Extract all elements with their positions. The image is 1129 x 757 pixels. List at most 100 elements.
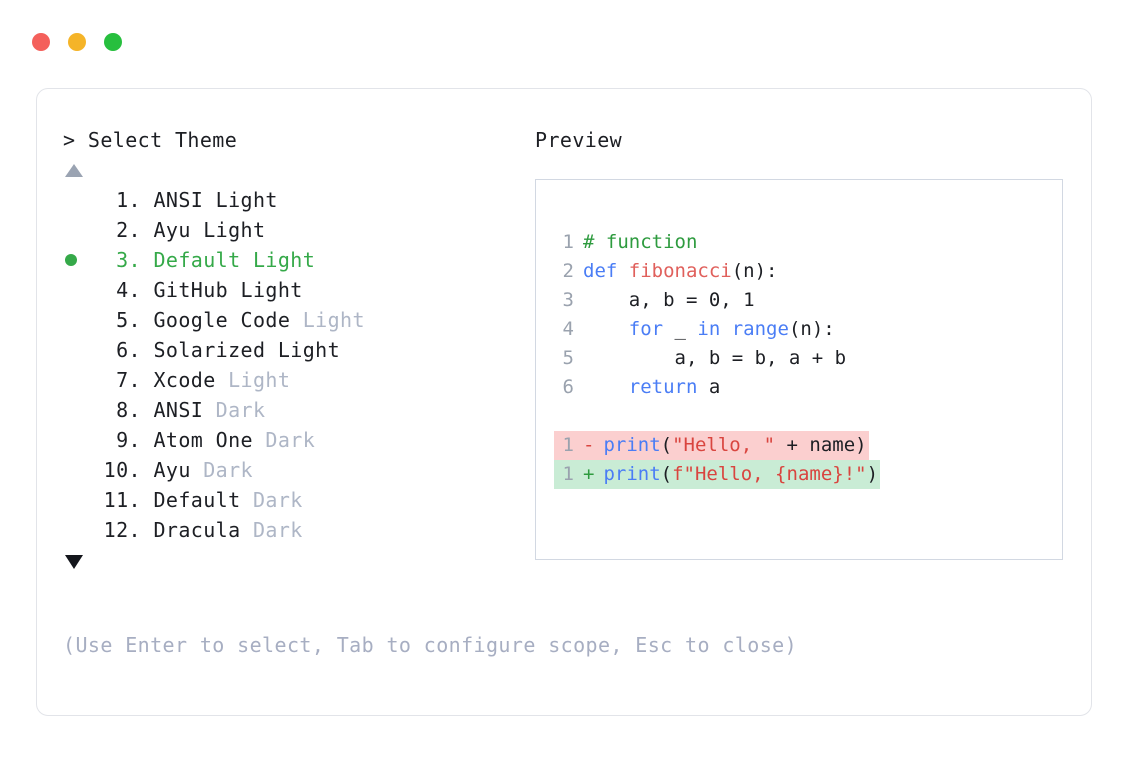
theme-item-number: 10. <box>103 458 141 482</box>
selection-bullet-slot <box>63 515 93 545</box>
selection-bullet-slot <box>63 365 93 395</box>
code-text: return a <box>574 373 721 402</box>
theme-item-variant: Light <box>240 248 316 272</box>
theme-item-number: 12. <box>103 518 141 542</box>
selection-bullet-slot <box>63 275 93 305</box>
code-token: + name) <box>775 434 867 456</box>
theme-list-item[interactable]: 6. Solarized Light <box>63 335 513 365</box>
theme-list-item[interactable]: 3. Default Light <box>63 245 513 275</box>
theme-item-variant: Light <box>290 308 365 332</box>
code-token <box>583 376 629 398</box>
code-token: (n): <box>731 260 778 282</box>
code-token: a, b = b, a + b <box>583 347 847 369</box>
diff-code-text: print(f"Hello, {name}!") <box>594 460 880 489</box>
code-line: 6 return a <box>554 373 721 402</box>
window-controls <box>32 33 122 51</box>
theme-item-variant: Dark <box>190 458 253 482</box>
selected-dot-icon <box>65 254 77 266</box>
theme-item-number: 4. <box>103 278 141 302</box>
theme-item-number: 2. <box>103 218 141 242</box>
code-token: ) <box>866 463 879 485</box>
code-token: in range <box>697 318 789 340</box>
theme-list-item[interactable]: 9. Atom One Dark <box>63 425 513 455</box>
code-token: (n): <box>788 318 835 340</box>
theme-item-number: 9. <box>103 428 141 452</box>
code-line: 1# function <box>554 228 698 257</box>
code-text: def fibonacci(n): <box>574 257 777 286</box>
line-number: 1 <box>562 463 574 485</box>
code-token: ( <box>660 463 673 485</box>
theme-item-name: Default <box>141 248 241 272</box>
theme-item-variant: Dark <box>240 518 303 542</box>
theme-list-item[interactable]: 1. ANSI Light <box>63 185 513 215</box>
code-line: 4 for _ in range(n): <box>554 315 835 344</box>
theme-item-name: Google Code <box>141 308 291 332</box>
diff-line-removed: 1-print("Hello, " + name) <box>554 431 869 460</box>
theme-list-item[interactable]: 2. Ayu Light <box>63 215 513 245</box>
select-theme-prompt: > Select Theme <box>63 128 238 152</box>
theme-list-item[interactable]: 8. ANSI Dark <box>63 395 513 425</box>
diff-code-text: print("Hello, " + name) <box>594 431 868 460</box>
close-button[interactable] <box>32 33 50 51</box>
code-token: ( <box>660 434 673 456</box>
theme-list-item[interactable]: 11. Default Dark <box>63 485 513 515</box>
diff-marker: + <box>583 463 595 485</box>
theme-item-name: Ayu <box>141 458 191 482</box>
line-number: 1 <box>562 434 574 456</box>
theme-item-name: GitHub <box>141 278 229 302</box>
code-line: 5 a, b = b, a + b <box>554 344 847 373</box>
diff-line-added: 1 +print(f"Hello, {name}!") <box>554 460 881 489</box>
theme-item-number: 7. <box>103 368 141 392</box>
theme-list-item[interactable]: 7. Xcode Light <box>63 365 513 395</box>
selection-bullet-slot <box>63 455 93 485</box>
diff-marker: - <box>583 434 595 456</box>
code-token: for <box>628 318 664 340</box>
triangle-down-icon <box>65 555 83 569</box>
theme-item-name: Default <box>141 488 241 512</box>
theme-item-variant: Dark <box>252 428 316 452</box>
minimize-button[interactable] <box>68 33 86 51</box>
theme-list-item[interactable]: 12. Dracula Dark <box>63 515 513 545</box>
theme-picker-card: > Select Theme 1. ANSI Light 2. Ayu Ligh… <box>36 88 1092 716</box>
scroll-up-indicator[interactable] <box>63 155 513 185</box>
selection-bullet-slot <box>63 185 93 215</box>
theme-item-name: Ayu <box>141 218 191 242</box>
code-token: a <box>697 376 721 398</box>
theme-list-item[interactable]: 4. GitHub Light <box>63 275 513 305</box>
code-text: # function <box>574 228 697 257</box>
diff-lines: 1-print("Hello, " + name)1+print(f"Hello… <box>554 431 1062 489</box>
line-number: 4 <box>562 318 574 340</box>
line-number: 6 <box>562 376 574 398</box>
theme-item-name: ANSI <box>141 398 204 422</box>
theme-item-name: Dracula <box>141 518 241 542</box>
theme-list-item[interactable]: 5. Google Code Light <box>63 305 513 335</box>
maximize-button[interactable] <box>104 33 122 51</box>
theme-item-name: Solarized <box>141 338 266 362</box>
code-text: a, b = b, a + b <box>574 344 847 373</box>
line-number: 1 <box>562 231 574 253</box>
code-token: a, b = 0, 1 <box>583 289 755 311</box>
selection-bullet-slot <box>63 245 93 275</box>
selection-bullet-slot <box>63 425 93 455</box>
code-token: def <box>583 260 629 282</box>
code-token: print <box>603 434 661 456</box>
code-token: fibonacci <box>628 260 732 282</box>
line-number: 3 <box>562 289 574 311</box>
theme-item-number: 3. <box>103 248 141 272</box>
code-token: f"Hello, {name}!" <box>672 463 867 485</box>
theme-selector-panel: > Select Theme 1. ANSI Light 2. Ayu Ligh… <box>63 125 513 577</box>
selection-bullet-slot <box>63 335 93 365</box>
theme-item-variant: Light <box>190 218 266 242</box>
line-number: 2 <box>562 260 574 282</box>
theme-list-item[interactable]: 10. Ayu Dark <box>63 455 513 485</box>
theme-item-variant: Light <box>228 278 303 302</box>
scroll-down-indicator[interactable] <box>63 547 513 577</box>
theme-item-variant: Light <box>215 368 291 392</box>
theme-item-variant: Dark <box>203 398 266 422</box>
preview-title: Preview <box>535 128 623 152</box>
line-number: 5 <box>562 347 574 369</box>
